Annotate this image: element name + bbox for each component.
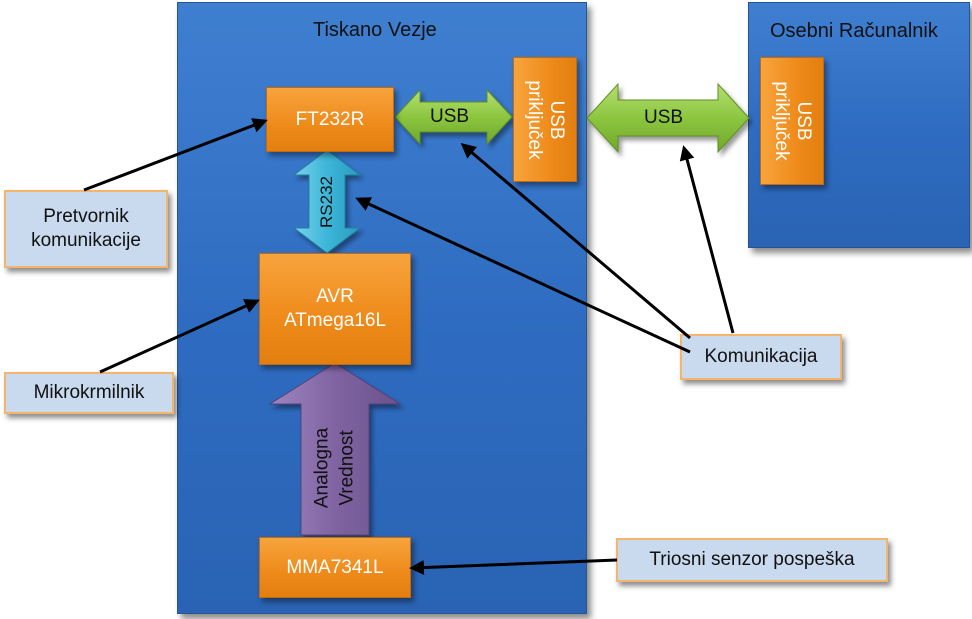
pc-usb-port-block: USB priključek <box>760 57 824 185</box>
connector-microcontroller <box>99 299 260 374</box>
usb-outer-arrow <box>586 82 750 154</box>
connector-communication-usb-outer <box>679 145 735 334</box>
connector-sensor <box>409 558 618 576</box>
pc-title: Osebni Računalnik <box>770 20 938 42</box>
usb-connector-block: USB priključek <box>513 57 577 182</box>
communication-label: Komunikacija <box>680 334 842 380</box>
avr-block-line2: ATmega16L <box>283 310 387 331</box>
converter-label-line1: Pretvornik <box>43 205 129 227</box>
connector-communication-usb-inner <box>460 143 691 340</box>
avr-block-line1: AVR <box>316 286 354 308</box>
ft232r-block: FT232R <box>266 87 394 152</box>
usb-outer-arrow-label: USB <box>644 107 684 128</box>
usb-inner-arrow <box>394 88 513 146</box>
mma7341l-block: MMA7341L <box>259 537 411 598</box>
analog-value-arrow <box>268 362 402 536</box>
connector-converter <box>83 118 268 192</box>
usb-inner-arrow-label: USB <box>430 106 470 127</box>
converter-label-line2: komunikacije <box>31 230 141 251</box>
pcb-title: Tiskano Vezje <box>313 19 437 41</box>
connector-communication-rs232 <box>355 197 691 354</box>
sensor-label: Triosni senzor pospeška <box>616 538 888 582</box>
microcontroller-label: Mikrokrmilnik <box>4 372 174 414</box>
converter-label: Pretvornik komunikacije <box>4 190 168 268</box>
